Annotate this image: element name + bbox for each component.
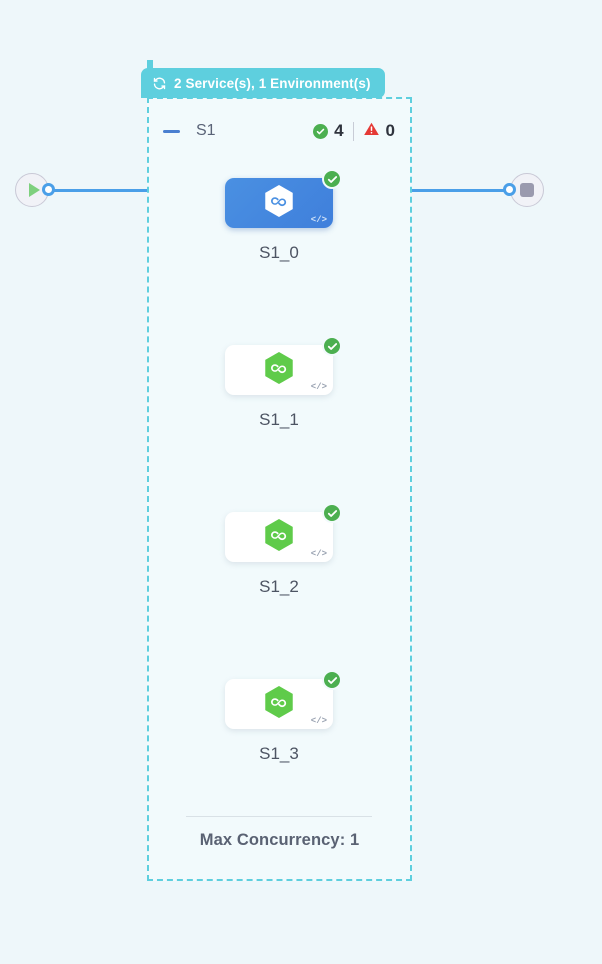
- edge-group-to-end: [408, 189, 512, 192]
- code-brackets-icon: </>: [310, 549, 327, 559]
- counter-divider: [352, 121, 354, 141]
- group-header-tab[interactable]: 2 Service(s), 1 Environment(s): [141, 68, 385, 98]
- minus-icon[interactable]: [163, 129, 180, 133]
- hexagon-infinity-icon: [263, 184, 295, 223]
- node-s1-1[interactable]: </> S1_1: [225, 336, 342, 430]
- group-header-label: 2 Service(s), 1 Environment(s): [174, 75, 371, 91]
- end-node-port[interactable]: [503, 183, 516, 196]
- node-s1-3[interactable]: </> S1_3: [225, 670, 342, 764]
- warning-counter: 0: [363, 121, 395, 142]
- node-s1-0[interactable]: </> S1_0: [225, 169, 342, 263]
- node-card[interactable]: </>: [225, 169, 342, 228]
- service-row: S1 4 0: [163, 118, 395, 144]
- success-counter: 4: [313, 121, 344, 141]
- hexagon-infinity-icon: [263, 685, 295, 724]
- node-card[interactable]: </>: [225, 336, 342, 395]
- footer-divider: [186, 816, 372, 817]
- check-circle-icon: [322, 169, 342, 189]
- stop-square-icon: [520, 183, 534, 197]
- check-circle-icon: [322, 670, 342, 690]
- code-brackets-icon: </>: [310, 716, 327, 726]
- check-circle-icon: [313, 123, 329, 139]
- node-label: S1_0: [259, 243, 299, 262]
- status-counters: 4 0: [313, 121, 395, 142]
- node-card[interactable]: </>: [225, 670, 342, 729]
- code-brackets-icon: </>: [310, 382, 327, 392]
- node-s1-2[interactable]: </> S1_2: [225, 503, 342, 597]
- code-brackets-icon: </>: [310, 215, 327, 225]
- warning-count: 0: [385, 121, 395, 140]
- check-circle-icon: [322, 336, 342, 356]
- warning-triangle-icon: [363, 121, 380, 142]
- node-label: S1_1: [259, 410, 299, 429]
- hexagon-infinity-icon: [263, 518, 295, 557]
- node-label: S1_3: [259, 744, 299, 763]
- check-circle-icon: [322, 503, 342, 523]
- refresh-cycle-icon: [152, 76, 167, 91]
- max-concurrency-label: Max Concurrency: 1: [199, 831, 360, 849]
- play-triangle-icon: [28, 183, 40, 197]
- service-name-label: S1: [196, 122, 216, 139]
- success-count: 4: [334, 121, 344, 140]
- node-card[interactable]: </>: [225, 503, 342, 562]
- start-node-port[interactable]: [42, 183, 55, 196]
- edge-start-to-group: [48, 189, 148, 192]
- hexagon-infinity-icon: [263, 351, 295, 390]
- node-label: S1_2: [259, 577, 299, 596]
